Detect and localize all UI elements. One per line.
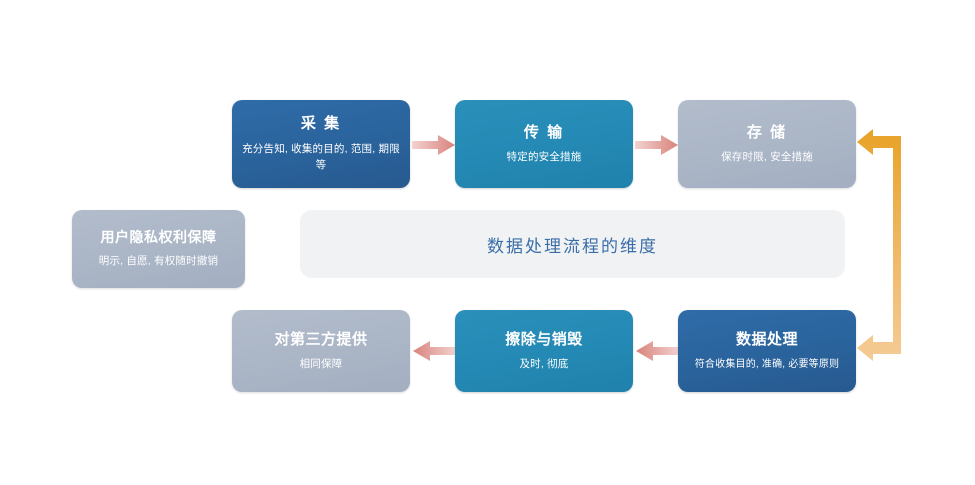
node-collection-subtitle: 充分告知, 收集的目的, 范围, 期限等 xyxy=(242,142,400,172)
node-erasure-destruction-subtitle: 及时, 彻底 xyxy=(519,358,569,371)
node-transmission-subtitle: 特定的安全措施 xyxy=(506,151,582,164)
node-user-privacy-rights-subtitle: 明示, 自愿, 有权随时撤销 xyxy=(98,255,219,268)
node-data-processing-subtitle: 符合收集目的, 准确, 必要等原则 xyxy=(694,358,840,370)
node-transmission[interactable]: 传 输 特定的安全措施 xyxy=(455,100,633,188)
node-storage-title: 存 储 xyxy=(746,123,788,141)
center-caption-text: 数据处理流程的维度 xyxy=(487,236,658,256)
connector-transmission-to-storage xyxy=(635,134,679,156)
node-storage-subtitle: 保存时限, 安全措施 xyxy=(721,151,813,164)
center-caption-panel: 数据处理流程的维度 xyxy=(300,210,845,278)
node-collection[interactable]: 采 集 充分告知, 收集的目的, 范围, 期限等 xyxy=(232,100,410,188)
node-third-party-provision-subtitle: 相同保障 xyxy=(299,358,343,371)
node-third-party-provision-title: 对第三方提供 xyxy=(274,330,368,348)
connector-processing-to-erasure xyxy=(635,340,679,362)
node-erasure-destruction[interactable]: 擦除与销毁 及时, 彻底 xyxy=(455,310,633,392)
node-user-privacy-rights[interactable]: 用户隐私权利保障 明示, 自愿, 有权随时撤销 xyxy=(72,210,245,288)
node-user-privacy-rights-title: 用户隐私权利保障 xyxy=(100,229,217,246)
connector-erasure-to-third-party xyxy=(412,340,456,362)
node-erasure-destruction-title: 擦除与销毁 xyxy=(505,330,583,348)
node-third-party-provision[interactable]: 对第三方提供 相同保障 xyxy=(232,310,410,392)
node-data-processing[interactable]: 数据处理 符合收集目的, 准确, 必要等原则 xyxy=(678,310,856,392)
node-collection-title: 采 集 xyxy=(300,115,342,133)
node-storage[interactable]: 存 储 保存时限, 安全措施 xyxy=(678,100,856,188)
node-transmission-title: 传 输 xyxy=(523,123,565,141)
connector-return-arrow xyxy=(856,125,910,365)
node-data-processing-title: 数据处理 xyxy=(735,331,798,348)
connector-collection-to-transmission xyxy=(412,134,456,156)
